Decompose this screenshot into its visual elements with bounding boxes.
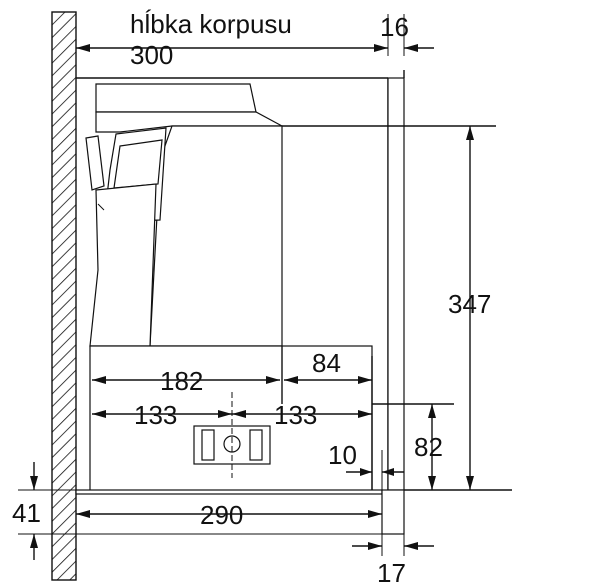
dim-84 bbox=[284, 376, 372, 384]
dim-290-label: 290 bbox=[200, 500, 243, 530]
motor-unit bbox=[193, 392, 271, 478]
dim-300 bbox=[76, 44, 388, 52]
depth-label: hĺbka korpusu bbox=[130, 9, 292, 39]
dim-41-label: 41 bbox=[12, 498, 41, 528]
depth-value: 300 bbox=[130, 40, 173, 70]
dim-10-label: 10 bbox=[328, 440, 357, 470]
wall-section bbox=[51, 11, 77, 581]
dim-133-right bbox=[232, 410, 372, 418]
dim-41 bbox=[18, 462, 76, 560]
hood-body bbox=[75, 83, 512, 535]
dim-133-left-label: 133 bbox=[134, 400, 177, 430]
dim-84-label: 84 bbox=[312, 348, 341, 378]
dim-133-right-label: 133 bbox=[274, 400, 317, 430]
dim-182 bbox=[92, 376, 280, 384]
dim-17 bbox=[352, 534, 434, 556]
dim-290 bbox=[76, 510, 382, 535]
dim-16-label: 16 bbox=[380, 12, 409, 42]
dim-10 bbox=[346, 450, 404, 490]
dim-347-label: 347 bbox=[448, 289, 491, 319]
dim-133-left bbox=[92, 410, 232, 418]
dim-182-label: 182 bbox=[160, 366, 203, 396]
dim-82-label: 82 bbox=[414, 432, 443, 462]
dim-347 bbox=[466, 126, 474, 490]
dim-16 bbox=[387, 14, 434, 56]
cabinet-outline bbox=[76, 70, 405, 492]
dim-82 bbox=[428, 404, 436, 490]
dim-17-label: 17 bbox=[377, 558, 406, 585]
